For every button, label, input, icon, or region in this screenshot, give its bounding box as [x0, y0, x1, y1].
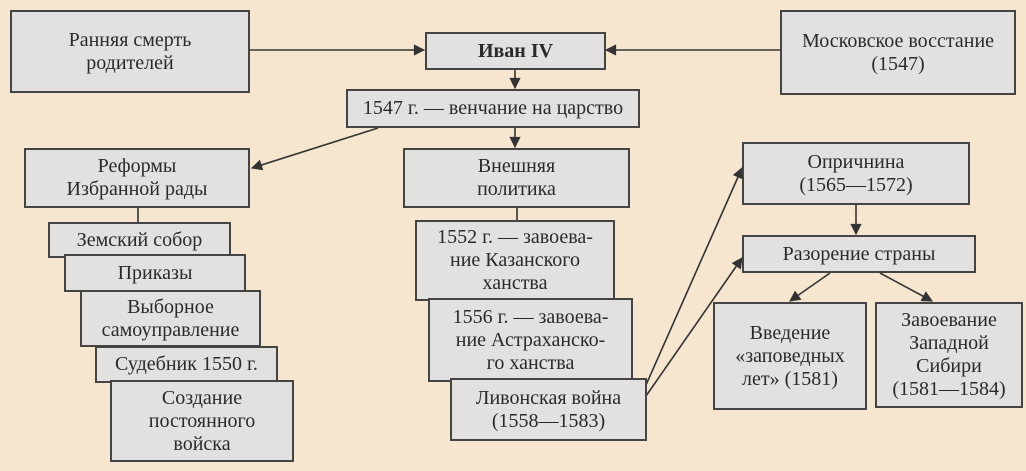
node-siberia: Завоевание Западной Сибири (1581—1584) [875, 302, 1023, 408]
node-prikazy: Приказы [64, 254, 246, 292]
node-army: Создание постоянного войска [110, 380, 294, 462]
node-foreign-policy: Внешняя политика [403, 148, 630, 208]
node-ivan-iv: Иван IV [425, 32, 606, 70]
arrow-livonian-to-ruin [645, 257, 743, 397]
node-zemsky-sobor: Земский собор [48, 222, 231, 258]
node-sudebnik: Судебник 1550 г. [95, 346, 278, 383]
node-coronation: 1547 г. — венчание на царство [346, 89, 640, 128]
arrow-coronation-to-reforms [250, 127, 379, 171]
node-astrakhan: 1556 г. — завоева- ние Астраханско- го х… [428, 298, 633, 382]
arrow-ruin-to-siberia [879, 272, 933, 302]
node-ruin: Разорение страны [742, 235, 976, 273]
arrow-livonian-to-oprichnina [645, 166, 744, 386]
node-self-government: Выборное самоуправление [80, 290, 261, 347]
node-oprichnina: Опричнина (1565—1572) [742, 142, 970, 205]
arrow-ruin-to-reserved [789, 272, 831, 302]
node-reserved-years: Введение «заповедных лет» (1581) [713, 302, 867, 410]
node-livonian-war: Ливонская война (1558—1583) [450, 378, 647, 441]
node-moscow-uprising: Московское восстание (1547) [780, 10, 1016, 95]
node-early-death: Ранняя смерть родителей [10, 10, 250, 93]
node-kazan: 1552 г. — завоева- ние Казанского ханств… [415, 220, 615, 301]
node-reforms: Реформы Избранной рады [24, 148, 250, 208]
